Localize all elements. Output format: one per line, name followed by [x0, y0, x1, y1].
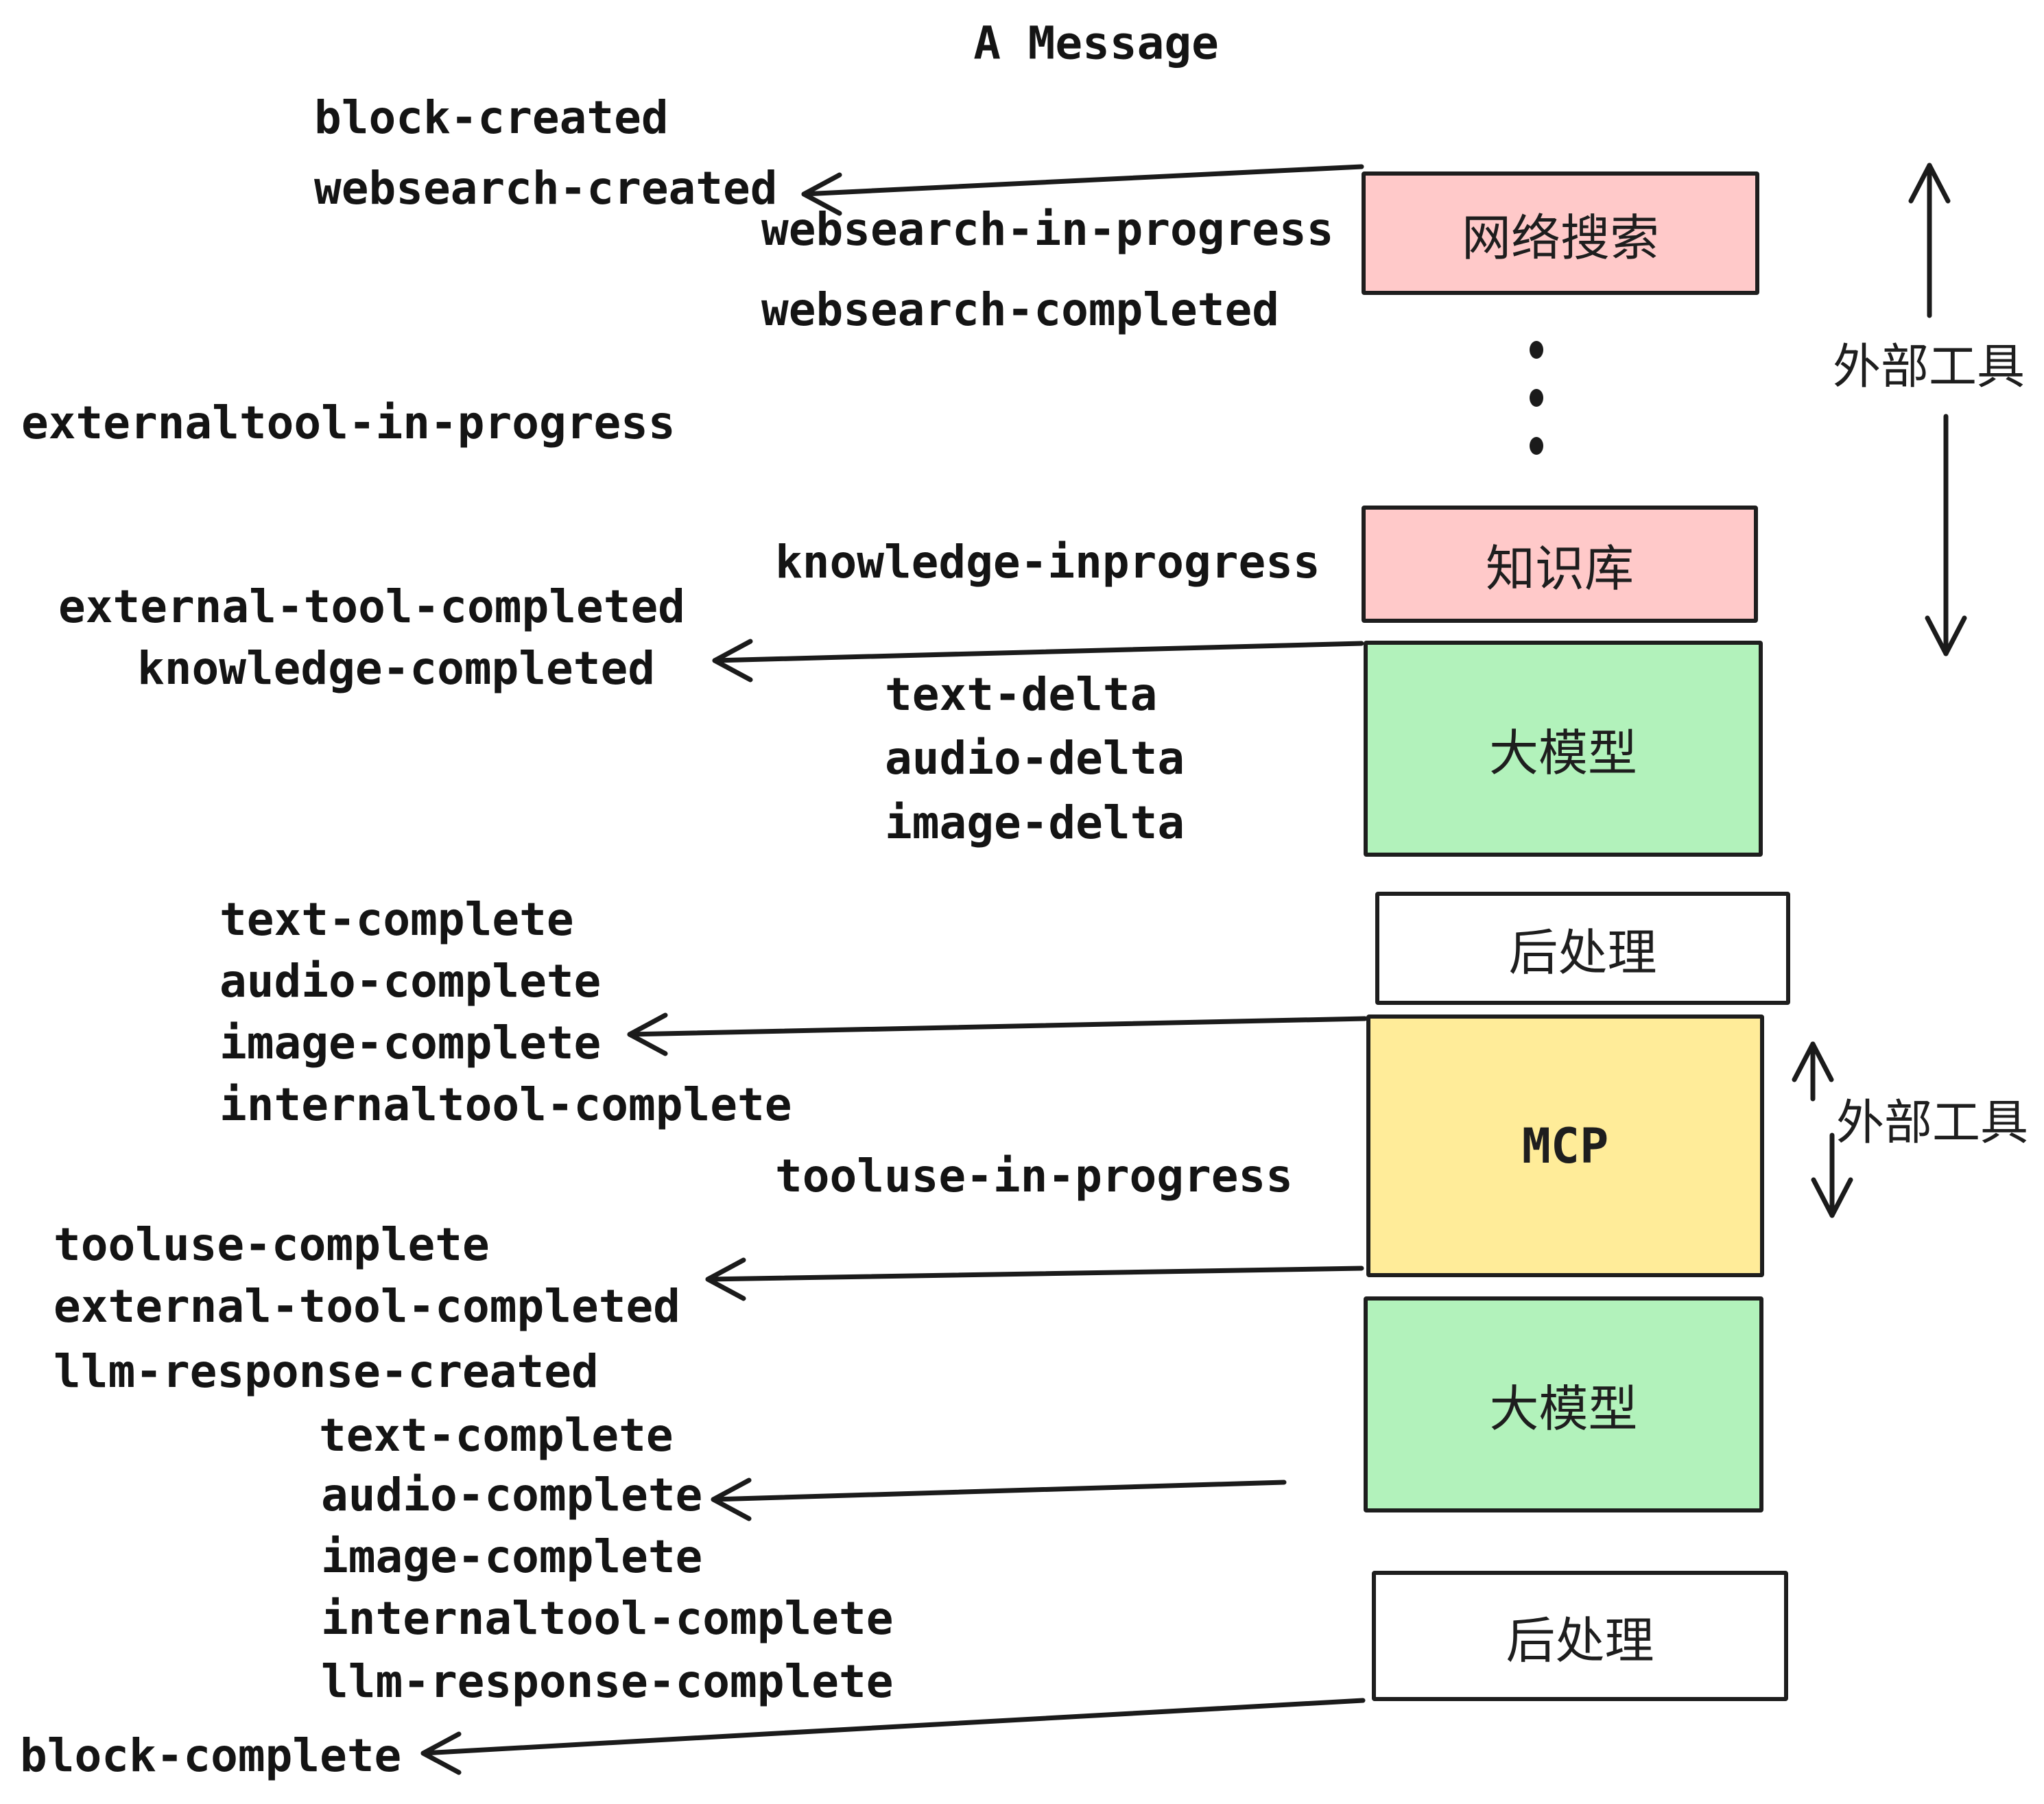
external-tools-label-1: 外部工具 [1833, 338, 2025, 395]
box-label: 后处理 [1508, 924, 1657, 982]
event-label-websearch-created-1: websearch-created [314, 162, 778, 215]
flow-box-mcp: MCP [1366, 1014, 1764, 1277]
block-complete-arrow-head [420, 1731, 462, 1775]
event-label-llm-response-created-18: llm-response-created [54, 1345, 599, 1398]
ellipsis-dots-1 [1530, 389, 1543, 407]
box-label: 知识库 [1485, 540, 1634, 597]
event-label-websearch-completed-3: websearch-completed [761, 283, 1279, 336]
knowledge-completed-arrow [712, 641, 1364, 663]
box-label: 大模型 [1488, 724, 1637, 782]
event-label-block-created-0: block-created [314, 91, 669, 144]
event-label-text-complete-19: text-complete [319, 1409, 674, 1462]
flow-box-websearch: 网络搜索 [1362, 171, 1759, 295]
tooluse-complete-arrow [705, 1266, 1364, 1282]
event-label-image-complete-21: image-complete [321, 1530, 703, 1583]
flow-box-llm-1: 大模型 [1364, 641, 1763, 857]
external-tools-down-arrow-2-head [1811, 1177, 1853, 1218]
event-label-external-tool-completed-6: external-tool-completed [58, 580, 685, 633]
knowledge-completed-arrow-head [712, 639, 753, 683]
ellipsis-dots-0 [1530, 341, 1543, 359]
event-label-tooluse-complete-16: tooluse-complete [54, 1218, 490, 1271]
event-label-external-tool-completed-17: external-tool-completed [54, 1280, 680, 1333]
image-complete-arrow [627, 1016, 1368, 1037]
external-tools-up-arrow-2-head [1792, 1041, 1834, 1082]
event-label-knowledge-inprogress-5: knowledge-inprogress [775, 536, 1320, 589]
box-label: MCP [1521, 1117, 1609, 1174]
websearch-created-arrow [801, 164, 1364, 197]
box-label: 后处理 [1506, 1611, 1654, 1670]
ellipsis-dots-2 [1530, 437, 1543, 455]
audio-complete-arrow-head [711, 1477, 752, 1521]
flow-box-llm-2: 大模型 [1364, 1296, 1763, 1512]
external-tools-down-arrow-1-head [1925, 615, 1967, 656]
external-tools-label-2: 外部工具 [1836, 1094, 2028, 1151]
block-complete-arrow [420, 1698, 1366, 1756]
event-label-externaltool-in-progress-4: externaltool-in-progress [21, 396, 676, 449]
external-tools-up-arrow-1-head [1908, 163, 1951, 204]
image-complete-arrow-head [627, 1012, 668, 1056]
event-label-audio-delta-9: audio-delta [885, 732, 1185, 785]
event-label-knowledge-completed-7: knowledge-completed [137, 642, 655, 695]
event-label-text-complete-11: text-complete [219, 893, 574, 946]
event-label-block-complete-24: block-complete [20, 1729, 402, 1782]
event-label-tooluse-in-progress-15: tooluse-in-progress [775, 1150, 1293, 1202]
audio-complete-arrow [711, 1480, 1287, 1502]
box-label: 大模型 [1489, 1380, 1638, 1438]
diagram-title: A Message [973, 16, 1219, 70]
box-label: 网络搜索 [1461, 209, 1659, 267]
event-label-audio-complete-12: audio-complete [219, 955, 602, 1008]
event-label-internaltool-complete-14: internaltool-complete [219, 1078, 792, 1131]
flow-box-postprocess-1: 后处理 [1375, 892, 1790, 1005]
event-label-internaltool-complete-22: internaltool-complete [321, 1592, 894, 1645]
event-label-image-complete-13: image-complete [219, 1017, 602, 1069]
flow-box-knowledge-base: 知识库 [1362, 506, 1758, 623]
tooluse-complete-arrow-head [705, 1257, 746, 1301]
event-label-llm-response-complete-23: llm-response-complete [321, 1655, 894, 1708]
event-label-audio-complete-20: audio-complete [321, 1469, 703, 1521]
event-label-image-delta-10: image-delta [885, 796, 1185, 849]
flow-box-postprocess-2: 后处理 [1372, 1571, 1788, 1701]
event-label-websearch-in-progress-2: websearch-in-progress [761, 203, 1334, 256]
event-label-text-delta-8: text-delta [885, 668, 1158, 721]
